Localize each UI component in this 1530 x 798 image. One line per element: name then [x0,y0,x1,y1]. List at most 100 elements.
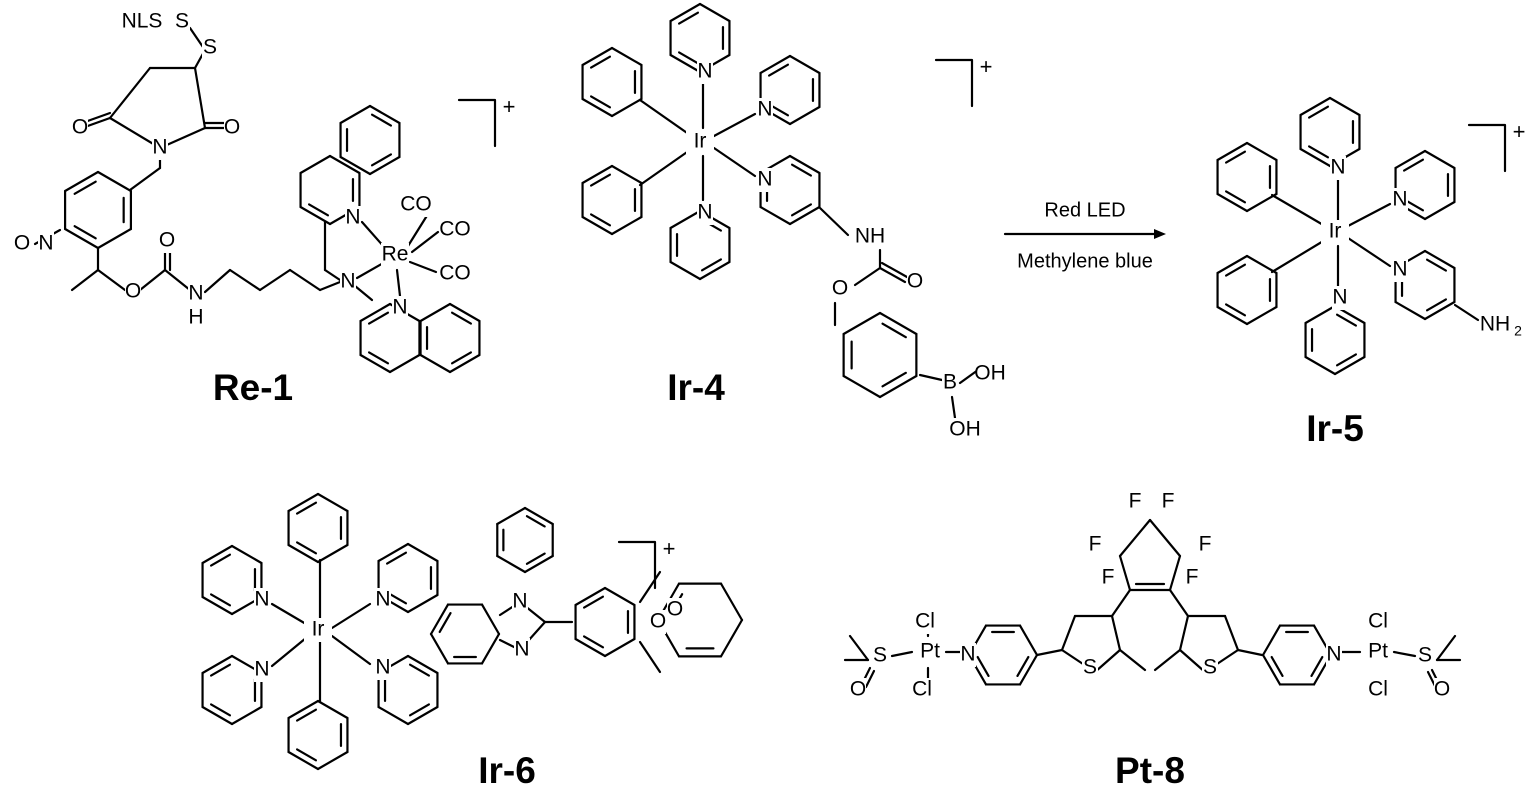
ir4-ph-bot [590,173,612,187]
ir4-benzyl [878,374,918,399]
compound-name-pt-8: Pt-8 [1115,750,1185,791]
pt8-pt-right: Pt [1368,640,1388,663]
ir5-ph-bot [1224,303,1247,317]
ir6-n-im2: N [514,638,529,661]
pt8-pt-s [890,650,914,658]
pt8-thio-right [1178,648,1207,674]
re1-benzene [73,180,97,195]
ir5-pyr-bot [1304,355,1337,376]
ir4-bpy2 [788,154,821,175]
ir5-n-bpy2: N [1392,258,1407,281]
re1-quin1b [370,113,392,127]
ir6-pyr-bot [210,703,232,717]
pt8-cyclopentene [1168,554,1182,592]
re1-o-no2: O [14,232,30,255]
ir6-o2: O [667,598,683,621]
re1-o-carbonyl: O [159,229,175,252]
re1-quin1b [368,104,401,125]
re1-re-n [355,260,387,280]
ir4-ph-bot [590,213,612,227]
ir5-bpy1 [1394,149,1427,170]
ir6-ph-bot [296,748,318,762]
ir6-ph-top [316,492,349,513]
ir6-anth1 [574,586,607,607]
ir5-bpy1 [1423,149,1456,170]
ir4-pyr-top [678,11,700,25]
re1-o-carb: O [125,280,141,303]
ir5-pyr-bot [1335,313,1358,327]
re1-n-amide: N [188,282,203,305]
ir4-pyr-bot [669,260,702,281]
re1-carb [138,268,167,292]
pt8-f1: F [1089,533,1102,556]
ir6-pyr-bot [201,705,234,726]
re1-re-co [410,230,440,254]
re1-nh [163,268,192,292]
ir4-nh [818,206,850,237]
ir6-pyr-bot [201,654,234,675]
ir4-ph-bot [610,164,643,185]
pt8-pyr-right [1261,624,1282,657]
re1-n-q2: N [392,296,407,319]
pt8-cl-l2: Cl [912,678,932,701]
ir6-ph-top [296,501,318,515]
ir6-phen2 [377,705,410,726]
ir5-pyr-top [1299,96,1332,117]
ir5-pyr-bot [1333,355,1366,376]
ir4-n-top: N [697,60,712,83]
ir4-co [880,261,909,279]
ir4-b: B [943,371,957,394]
ir5-bpy2 [1425,298,1448,312]
pt8-o-left: O [850,678,866,701]
pt8-thio-right [1223,614,1240,652]
ir6-ph-top [287,543,320,564]
ir5-ph-bot [1216,254,1249,275]
ir6-anth1 [583,595,605,609]
ir4-bpy1 [788,105,821,126]
re1-quin2b [450,351,472,365]
re1-benzene [63,227,100,250]
ir5-bpy2 [1423,249,1456,270]
reaction-condition-bottom: Methylene blue [1017,250,1153,272]
ir4-bpy1 [768,63,790,77]
pt8-pyr-th [1035,648,1064,657]
ir4-n-bot: N [697,201,712,224]
ir4-pyr-top [669,53,702,74]
pt8-s-right: S [1418,644,1432,667]
ir6-phen-mid [438,612,452,634]
ir5-bpy2 [1425,258,1448,272]
re1-quin1b [370,153,392,167]
ir6-bridge [638,640,662,674]
ir5-n-bot: N [1332,286,1347,309]
ir6-ph-top [316,543,349,564]
re1-n-imide: N [152,136,167,159]
re1-quin1b [368,155,401,176]
pt8-f4: F [1162,490,1175,513]
re1-nls: NLS [122,10,163,33]
ir4-o-carbonyl: O [907,270,923,293]
reaction-arrow: Red LED Methylene blue [1003,199,1166,272]
ir6-n-top: N [254,588,269,611]
pt8-pt-left: Pt [920,640,940,663]
ir6-anth1 [574,637,607,658]
re1-re-n [395,268,402,298]
ir4-boh [950,395,957,420]
ir6-phenyl [523,554,554,574]
re1-o: O [72,116,88,139]
re1-co-2: CO [439,218,471,241]
pt8-cp-th [1168,588,1190,618]
re1-quin1b [339,155,372,176]
pt8-f6: F [1186,566,1199,589]
ir5-pyr-bot [1304,304,1337,325]
ir5-ph-bot [1216,305,1249,326]
ir5-bpy1 [1402,158,1425,172]
ir4-pyr-top [669,2,702,23]
ir4-benzyl [881,322,907,339]
ir5-charge-sign: + [1513,119,1526,144]
ir4-ph-bot [581,164,614,185]
re1-chain [288,268,322,292]
ir4-n-bpy1: N [757,98,772,121]
ir5-ir-c [1270,193,1327,228]
pt8-me [1118,648,1147,672]
re1-chain [258,268,292,292]
